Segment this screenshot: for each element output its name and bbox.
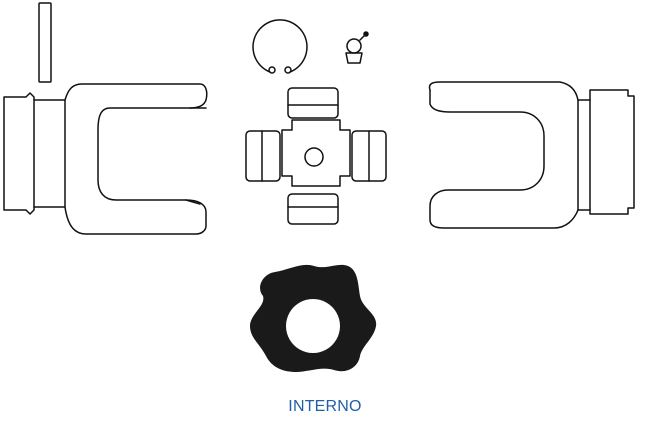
right-yoke <box>428 81 635 229</box>
retaining-ring <box>252 19 308 74</box>
grease-nipple-icon <box>345 31 369 64</box>
locking-pin <box>38 2 52 83</box>
universal-joint-cross <box>245 87 387 225</box>
left-yoke <box>3 83 208 235</box>
internal-profile-shape <box>250 264 377 372</box>
profile-caption: INTERNO <box>288 398 362 415</box>
